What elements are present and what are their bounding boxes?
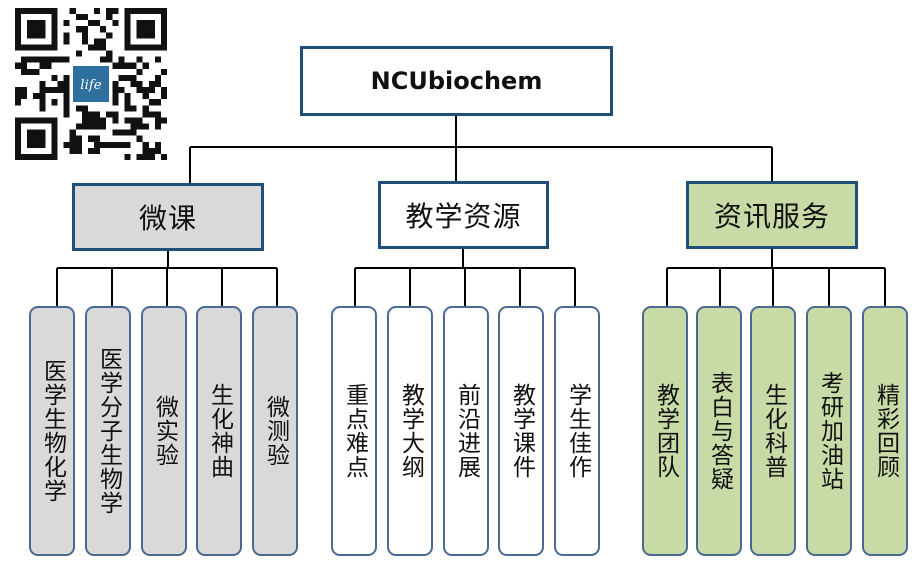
branch-zixun-fuwu: 资讯服务 xyxy=(686,181,858,249)
leaf-node: 重点难点 xyxy=(331,306,377,556)
branch-zixun-fuwu-label: 资讯服务 xyxy=(713,200,830,233)
leaf-node: 微实验 xyxy=(141,306,187,556)
branch-jiaoxue-ziyuan-label: 教学资源 xyxy=(405,200,522,233)
qr-logo: life xyxy=(80,78,101,93)
leaf-label: 精彩回顾 xyxy=(872,383,899,479)
leaf-label: 生化科普 xyxy=(760,383,787,479)
branch-jiaoxue-ziyuan: 教学资源 xyxy=(378,181,549,249)
leaf-node: 教学大纲 xyxy=(387,306,433,556)
leaf-node: 教学团队 xyxy=(642,306,688,556)
leaf-label: 教学团队 xyxy=(652,383,679,479)
leaf-label: 学生佳作 xyxy=(564,383,591,479)
leaf-node: 生化神曲 xyxy=(196,306,242,556)
leaf-node: 学生佳作 xyxy=(554,306,600,556)
leaf-label: 医学分子生物学 xyxy=(95,347,122,515)
leaf-label: 教学大纲 xyxy=(397,383,424,479)
leaf-label: 微实验 xyxy=(151,395,178,467)
root-node: NCUbiochem xyxy=(300,46,613,116)
branch-weike: 微课 xyxy=(72,183,264,251)
leaf-node: 医学生物化学 xyxy=(29,306,75,556)
leaf-label: 考研加油站 xyxy=(816,371,843,491)
root-label: NCUbiochem xyxy=(370,67,543,95)
leaf-label: 生化神曲 xyxy=(206,383,233,479)
leaf-node: 精彩回顾 xyxy=(862,306,908,556)
leaf-label: 微测验 xyxy=(262,395,289,467)
leaf-label: 医学生物化学 xyxy=(39,359,66,503)
leaf-node: 生化科普 xyxy=(750,306,796,556)
qr-code: life xyxy=(15,8,167,160)
leaf-node: 表白与答疑 xyxy=(696,306,742,556)
leaf-node: 教学课件 xyxy=(498,306,544,556)
leaf-label: 教学课件 xyxy=(508,383,535,479)
branch-weike-label: 微课 xyxy=(138,202,197,235)
leaf-node: 微测验 xyxy=(252,306,298,556)
leaf-node: 考研加油站 xyxy=(806,306,852,556)
leaf-node: 医学分子生物学 xyxy=(85,306,131,556)
leaf-label: 前沿进展 xyxy=(453,383,480,479)
leaf-node: 前沿进展 xyxy=(443,306,489,556)
leaf-label: 重点难点 xyxy=(341,383,368,479)
leaf-label: 表白与答疑 xyxy=(706,371,733,491)
